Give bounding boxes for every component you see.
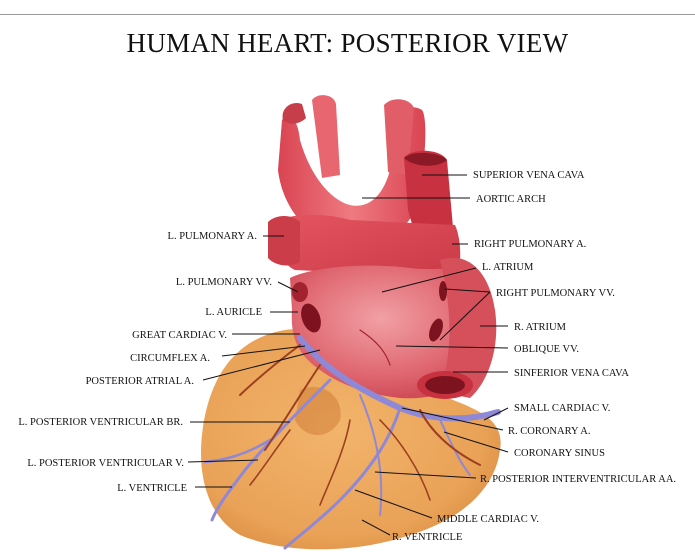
label-l-pulmonary-a: L. PULMONARY A. (168, 231, 257, 242)
vein-branch-2 (359, 394, 383, 516)
coronary-veins (203, 335, 501, 550)
labels-left: L. PULMONARY A. L. PULMONARY VV. L. AURI… (18, 231, 272, 494)
leader-lines-right (354, 174, 509, 536)
label-r-coronary-a: R. CORONARY A. (508, 426, 590, 437)
coronary-arteries (239, 329, 481, 506)
label-sinferior-vena-cava: SINFERIOR VENA CAVA (514, 368, 629, 379)
middle-cardiac-v (283, 406, 402, 550)
ventricle-mass (200, 328, 501, 550)
label-l-auricle: L. AURICLE (205, 307, 262, 318)
label-l-posterior-ventricular-br: L. POSTERIOR VENTRICULAR BR. (18, 417, 183, 428)
left-pulmonary-a (268, 216, 300, 266)
l-pulmonary-vv-opening-2 (292, 282, 308, 302)
diagram-title: HUMAN HEART: POSTERIOR VIEW (126, 28, 569, 58)
common-carotid (312, 95, 340, 178)
label-coronary-sinus: CORONARY SINUS (514, 448, 605, 459)
label-l-posterior-ventricular-v: L. POSTERIOR VENTRICULAR V. (27, 458, 184, 469)
r-posterior-interventricular-aa (419, 409, 481, 466)
label-r-ventricle: R. VENTRICLE (392, 532, 462, 543)
label-circumflex-a: CIRCUMFLEX A. (130, 353, 210, 364)
artery-branch-1 (379, 419, 431, 501)
label-middle-cardiac-v: MIDDLE CARDIAC V. (437, 514, 539, 525)
label-r-posterior-interventricular-aa: R. POSTERIOR INTERVENTRICULAR AA. (480, 474, 676, 485)
l-posterior-ventricular-v (210, 378, 332, 522)
aortic-arch (278, 107, 426, 244)
label-r-atrium: R. ATRIUM (514, 322, 567, 333)
svc-top (404, 152, 447, 166)
inferior-vena-cava-lumen (425, 376, 465, 394)
label-right-pulmonary-a: RIGHT PULMONARY A. (474, 239, 586, 250)
label-superior-vena-cava: SUPERIOR VENA CAVA (473, 170, 585, 181)
ventricle-shadow (295, 386, 341, 435)
top-rule (0, 14, 695, 15)
label-l-pulmonary-vv: L. PULMONARY VV. (176, 277, 272, 288)
labels-right: SUPERIOR VENA CAVA AORTIC ARCH RIGHT PUL… (392, 170, 676, 543)
label-small-cardiac-v: SMALL CARDIAC V. (514, 403, 610, 414)
circumflex-a (239, 344, 301, 396)
label-oblique-vv: OBLIQUE VV. (514, 344, 579, 355)
label-great-cardiac-v: GREAT CARDIAC V. (132, 330, 227, 341)
right-pulmonary-vv-opening (439, 281, 447, 301)
ventricles (200, 328, 501, 550)
artery-branch-3 (249, 429, 291, 486)
right-atrium (440, 257, 497, 398)
atria (290, 257, 497, 399)
artery-branch-2 (319, 419, 351, 506)
label-aortic-arch: AORTIC ARCH (476, 194, 546, 205)
atrial-a (359, 329, 391, 366)
posterior-ventricular-br (264, 364, 321, 451)
great-vessels (268, 95, 461, 278)
label-right-pulmonary-vv: RIGHT PULMONARY VV. (496, 288, 615, 299)
right-pulmonary-vv-opening-2 (429, 318, 443, 342)
label-l-atrium: L. ATRIUM (482, 262, 534, 273)
l-pulmonary-vv-opening (301, 303, 321, 333)
leader-lines-left (187, 235, 321, 488)
label-posterior-atrial-a: POSTERIOR ATRIAL A. (86, 376, 194, 387)
label-l-ventricle: L. VENTRICLE (117, 483, 187, 494)
brachiocephalic (282, 102, 306, 124)
pulmonary-trunk (277, 214, 461, 278)
